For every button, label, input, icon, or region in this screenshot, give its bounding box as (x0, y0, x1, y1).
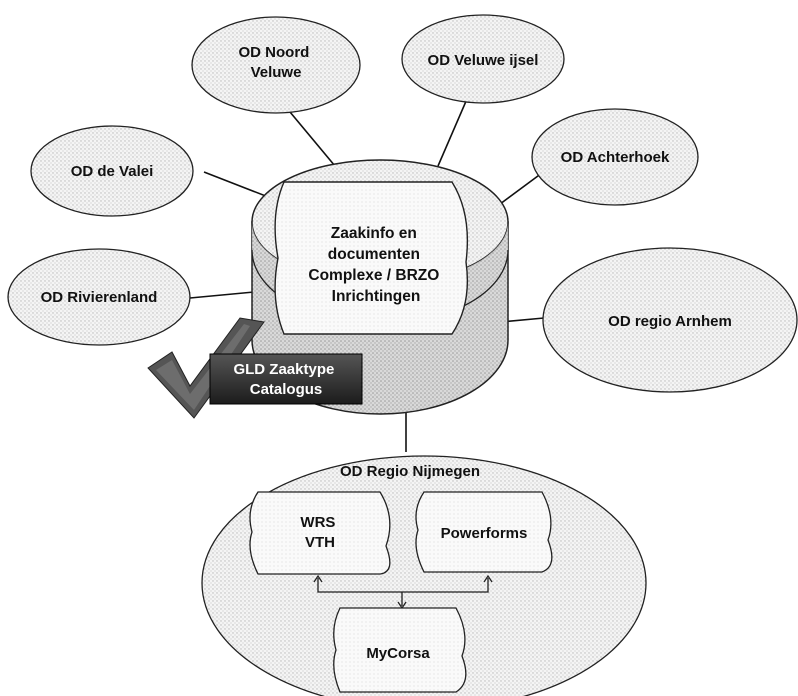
node-rivierenland: OD Rivierenland (7, 248, 191, 346)
svg-text:OD regio Arnhem: OD regio Arnhem (608, 313, 732, 330)
node-achterhoek: OD Achterhoek (531, 108, 699, 206)
doc-mycorsa: MyCorsa (333, 607, 467, 693)
svg-text:MyCorsa: MyCorsa (366, 645, 430, 662)
svg-text:OD Regio Nijmegen: OD Regio Nijmegen (340, 463, 480, 480)
svg-text:Powerforms: Powerforms (441, 525, 528, 542)
checkmark-icon (147, 317, 265, 419)
node-de-valei: OD de Valei (30, 125, 194, 217)
node-veluwe-ijsel: OD Veluwe ijsel (401, 14, 565, 104)
connector-veluwe-ijsel (437, 91, 471, 167)
svg-text:OD Noord Veluwe: OD Noord Veluwe (239, 44, 314, 81)
svg-text:Zaakinfo en documenten: Zaakinfo en documenten Complexe / BRZO I… (308, 225, 443, 305)
svg-text:OD Achterhoek: OD Achterhoek (561, 149, 670, 166)
doc-powerforms: Powerforms (415, 491, 553, 573)
connectors (189, 91, 547, 452)
node-noord-veluwe: OD Noord Veluwe (191, 16, 361, 114)
doc-wrs-vth: WRS VTH (249, 491, 391, 575)
svg-text:GLD Zaaktype Catalogus: GLD Zaaktype Catalogus (233, 361, 338, 398)
catalog-badge: GLD Zaaktype Catalogus (209, 353, 363, 405)
svg-text:OD Rivierenland: OD Rivierenland (41, 289, 158, 306)
svg-text:OD Veluwe ijsel: OD Veluwe ijsel (428, 52, 539, 69)
node-regio-arnhem: OD regio Arnhem (542, 247, 798, 393)
svg-text:WRS VTH: WRS VTH (300, 514, 339, 551)
node-regio-nijmegen: OD Regio Nijmegen WRS VTH Powerforms (201, 455, 647, 696)
svg-text:OD de Valei: OD de Valei (71, 163, 154, 180)
connector-rivierenland (189, 291, 255, 299)
